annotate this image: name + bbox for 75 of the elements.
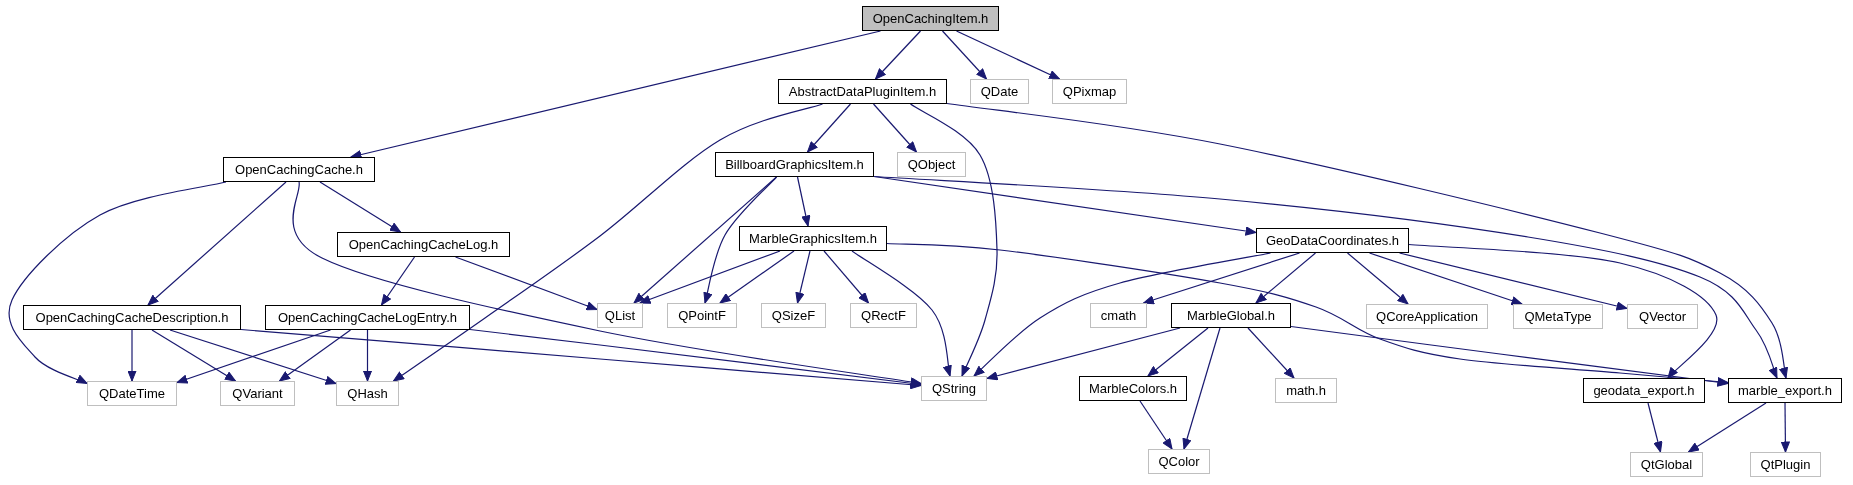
header-file-node: marble_export.h bbox=[1728, 378, 1842, 403]
header-file-node: OpenCachingCacheLogEntry.h bbox=[265, 305, 470, 330]
header-file-node: MarbleColors.h bbox=[1079, 376, 1187, 401]
arrow bbox=[795, 250, 811, 304]
arrow bbox=[1398, 252, 1628, 311]
arrow bbox=[639, 250, 781, 304]
external-header-node: QVariant bbox=[220, 381, 295, 406]
external-header-node: QDateTime bbox=[87, 381, 177, 406]
arrow bbox=[1290, 325, 1729, 387]
arrow bbox=[240, 328, 922, 390]
arrow bbox=[1346, 252, 1409, 305]
arrow bbox=[363, 329, 372, 382]
arrow bbox=[1408, 243, 1718, 379]
arrow bbox=[873, 175, 1778, 379]
arrow bbox=[1247, 327, 1295, 379]
arrow bbox=[796, 176, 811, 227]
header-file-node: BillboardGraphicsItem.h bbox=[715, 152, 874, 177]
arrow bbox=[941, 30, 988, 80]
external-header-node: QColor bbox=[1148, 449, 1210, 474]
external-header-node: QtGlobal bbox=[1630, 452, 1703, 477]
arrow bbox=[1780, 402, 1790, 453]
arrow bbox=[872, 103, 918, 153]
arrow bbox=[469, 328, 922, 388]
arrow bbox=[806, 103, 852, 153]
arrow bbox=[127, 329, 137, 382]
arrow bbox=[909, 103, 998, 377]
header-file-node: MarbleGraphicsItem.h bbox=[739, 226, 887, 251]
external-header-node: QString bbox=[921, 376, 987, 401]
arrow bbox=[946, 102, 1789, 379]
header-file-node: geodata_export.h bbox=[1583, 378, 1705, 403]
external-header-node: QCoreApplication bbox=[1366, 304, 1488, 329]
external-header-node: QObject bbox=[897, 152, 966, 177]
arrow bbox=[719, 250, 795, 304]
external-header-node: QRectF bbox=[850, 303, 917, 328]
external-header-node: math.h bbox=[1275, 378, 1337, 403]
external-header-node: QSizeF bbox=[761, 303, 826, 328]
arrow bbox=[1142, 252, 1301, 305]
external-header-node: QPointF bbox=[667, 303, 737, 328]
external-header-node: QDate bbox=[970, 79, 1029, 104]
external-header-node: QList bbox=[597, 303, 643, 328]
header-file-node: MarbleGlobal.h bbox=[1171, 303, 1291, 328]
arrow bbox=[1687, 402, 1767, 453]
arrow bbox=[1368, 252, 1523, 306]
arrow bbox=[278, 329, 352, 382]
external-header-node: cmath bbox=[1090, 303, 1147, 328]
arrow bbox=[392, 103, 824, 382]
arrow bbox=[703, 176, 778, 304]
arrow bbox=[147, 181, 287, 306]
header-file-node: OpenCachingCacheLog.h bbox=[337, 232, 510, 257]
external-header-node: QtPlugin bbox=[1750, 452, 1821, 477]
header-file-node: AbstractDataPluginItem.h bbox=[778, 79, 947, 104]
arrow bbox=[851, 250, 953, 377]
arrow bbox=[986, 327, 1181, 381]
external-header-node: QMetaType bbox=[1513, 304, 1603, 329]
arrow bbox=[380, 256, 416, 306]
external-header-node: QVector bbox=[1627, 304, 1698, 329]
arrow bbox=[1255, 252, 1317, 304]
arrow bbox=[823, 250, 870, 304]
current-file-node: OpenCachingItem.h bbox=[862, 6, 999, 31]
arrow bbox=[8, 181, 227, 385]
external-header-node: QPixmap bbox=[1052, 79, 1127, 104]
header-file-node: OpenCachingCache.h bbox=[223, 157, 375, 182]
arrow bbox=[1139, 400, 1173, 450]
arrow bbox=[454, 256, 598, 311]
arrow bbox=[1147, 327, 1209, 377]
arrow bbox=[874, 30, 922, 80]
arrow bbox=[292, 181, 922, 387]
arrow bbox=[1182, 327, 1221, 450]
external-header-node: QHash bbox=[336, 381, 399, 406]
header-file-node: GeoDataCoordinates.h bbox=[1256, 228, 1409, 253]
header-file-node: OpenCachingCacheDescription.h bbox=[23, 305, 241, 330]
arrow bbox=[319, 181, 402, 233]
arrow bbox=[1647, 402, 1663, 453]
arrow bbox=[955, 30, 1061, 80]
arrow bbox=[151, 329, 237, 382]
